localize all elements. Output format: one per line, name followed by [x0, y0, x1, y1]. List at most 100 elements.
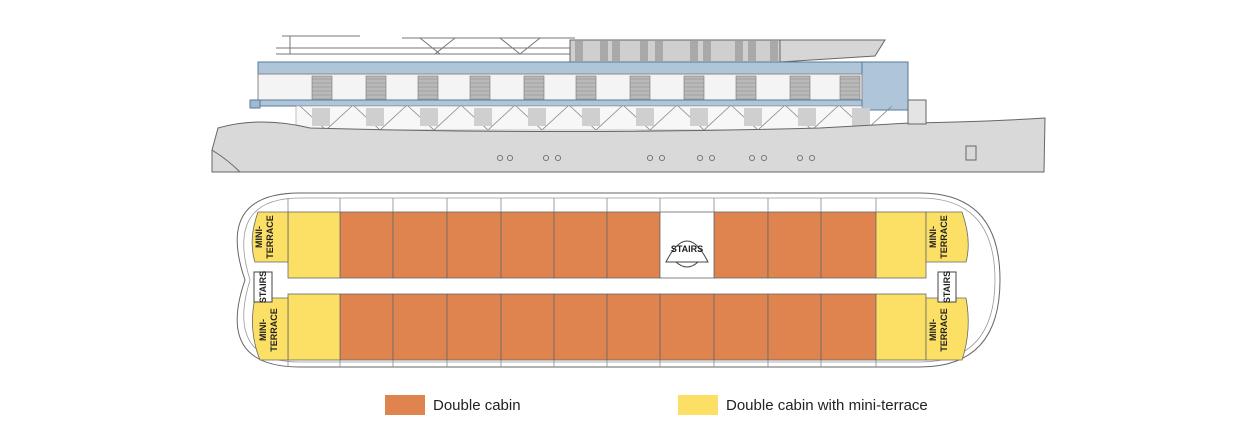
porthole	[555, 154, 562, 161]
double-cabin-top	[392, 211, 448, 279]
double-cabin-top	[500, 211, 555, 279]
ship-side-profile	[211, 35, 1046, 173]
porthole	[659, 154, 666, 161]
central-stairs-label: STAIRS	[671, 244, 703, 254]
double-cabin-top	[339, 211, 394, 279]
double-cabin-bottom	[820, 293, 877, 361]
porthole	[647, 154, 654, 161]
terrace-right-top	[925, 211, 969, 263]
support-strut	[757, 105, 785, 131]
porthole	[496, 154, 503, 161]
support-strut	[811, 105, 839, 131]
cabin-window	[839, 75, 861, 101]
cabin-window	[683, 75, 705, 101]
porthole	[809, 154, 816, 161]
wheelhouse-base	[907, 99, 927, 125]
roof-stripe	[748, 41, 756, 61]
double-cabin-top	[767, 211, 822, 279]
front-glass-section	[861, 61, 909, 111]
support-strut	[541, 105, 569, 131]
lower-window	[474, 108, 492, 126]
porthole	[506, 154, 513, 161]
central-corridor	[288, 278, 878, 294]
double-cabin-bottom	[553, 293, 608, 361]
cabin-window	[523, 75, 545, 101]
lower-window	[312, 108, 330, 126]
double-cabin-bottom	[339, 293, 394, 361]
porthole	[749, 154, 756, 161]
terrace-cabin-right-top	[875, 211, 927, 279]
lower-window	[582, 108, 600, 126]
legend-double-cabin: Double cabin	[385, 395, 521, 415]
bow-stairs: STAIRS	[937, 271, 957, 303]
double-cabin-bottom	[500, 293, 555, 361]
double-cabin-bottom	[713, 293, 769, 361]
terrace-label-lb-1: MINI-	[258, 319, 268, 341]
double-cabin-bottom	[659, 293, 715, 361]
roof-stripe	[655, 41, 663, 61]
terrace-cabin-left-top	[287, 211, 341, 279]
stern-stairs-label: STAIRS	[258, 271, 268, 303]
lower-window	[366, 108, 384, 126]
cabin-window	[417, 75, 439, 101]
roof-stripe	[703, 41, 711, 61]
roof-stripe	[690, 41, 698, 61]
deck-plan: STAIRS STAIRS STAIRS MINI- TERRACE MINI-	[236, 192, 1001, 368]
roof-stripe	[640, 41, 648, 61]
cabin-window	[469, 75, 491, 101]
support-strut	[487, 105, 515, 131]
double-cabin-bottom	[446, 293, 502, 361]
terrace-label-rt-1: MINI-	[928, 226, 938, 248]
roof-stripe	[770, 41, 778, 61]
terrace-label-rb-2: TERRACE	[939, 308, 949, 352]
double-cabins	[339, 211, 877, 361]
terrace-cabin-right-bottom	[875, 293, 927, 361]
cabin-window	[789, 75, 811, 101]
legend-mini-terrace: Double cabin with mini-terrace	[678, 395, 928, 415]
terrace-right-bottom	[925, 297, 969, 361]
cabin-window	[365, 75, 387, 101]
support-strut	[325, 105, 353, 131]
legend-swatch-double-cabin	[385, 395, 425, 415]
legend-label-double-cabin: Double cabin	[433, 396, 521, 414]
porthole	[761, 154, 768, 161]
bow-stairs-label: STAIRS	[942, 271, 952, 303]
double-cabin-top	[713, 211, 769, 279]
legend-label-mini-terrace: Double cabin with mini-terrace	[726, 396, 928, 414]
double-cabin-bottom	[392, 293, 448, 361]
support-strut	[433, 105, 461, 131]
double-cabin-top	[553, 211, 608, 279]
roof-stripe	[735, 41, 743, 61]
terrace-label-lb-2: TERRACE	[269, 308, 279, 352]
stern-stairs: STAIRS	[253, 271, 273, 303]
mini-terrace-labels: MINI- TERRACE MINI- TERRACE MINI- TERRAC…	[254, 215, 949, 352]
terrace-cabin-left-bottom	[287, 293, 341, 361]
terrace-left-top	[251, 211, 289, 263]
cabin-window-row	[311, 75, 861, 101]
legend-swatch-mini-terrace	[678, 395, 718, 415]
lower-window	[420, 108, 438, 126]
double-cabin-top	[606, 211, 661, 279]
porthole	[797, 154, 804, 161]
cabin-deck-wall	[257, 73, 863, 105]
porthole	[543, 154, 550, 161]
roof-stripe	[575, 41, 583, 61]
double-cabin-bottom	[606, 293, 661, 361]
cabin-window	[629, 75, 651, 101]
porthole	[697, 154, 704, 161]
double-cabin-bottom	[767, 293, 822, 361]
lower-window	[690, 108, 708, 126]
lower-glass-band	[257, 99, 863, 107]
cabin-window	[311, 75, 333, 101]
mini-terrace-cabins	[251, 211, 969, 361]
terrace-label-rt-2: TERRACE	[939, 215, 949, 259]
lower-window	[744, 108, 762, 126]
porthole	[709, 154, 716, 161]
support-strut	[703, 105, 731, 131]
double-cabin-top	[446, 211, 502, 279]
double-cabin-top	[820, 211, 877, 279]
porthole-row	[496, 154, 816, 161]
lower-window	[852, 108, 870, 126]
